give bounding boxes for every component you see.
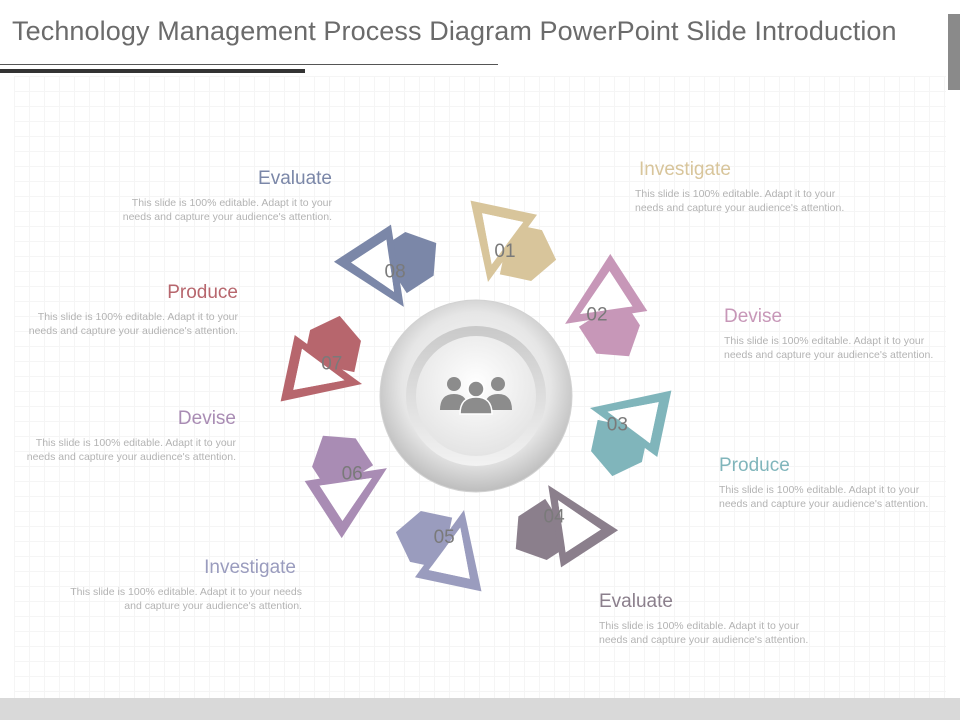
step-triangle-fill (482, 213, 524, 265)
step-triangle-frame (280, 334, 363, 402)
step-triangle-fill (351, 239, 395, 292)
label-title: Investigate (639, 159, 731, 180)
label-evaluate-right: Evaluate This slide is 100% editable. Ad… (599, 591, 821, 647)
step-number: 03 (607, 414, 628, 435)
label-evaluate-left: Evaluate This slide is 100% editable. Ad… (100, 168, 332, 224)
step-number: 08 (385, 262, 406, 283)
label-title: Devise (724, 306, 783, 327)
label-title: Evaluate (599, 591, 673, 612)
label-title: Produce (719, 455, 790, 476)
step-triangle-fill (293, 348, 345, 390)
label-description: This slide is 100% editable. Adapt it to… (26, 437, 236, 463)
step-number: 04 (544, 506, 566, 527)
process-step-02 (565, 253, 648, 357)
process-step-03 (589, 390, 672, 477)
step-triangle-fill (580, 271, 633, 315)
label-description: This slide is 100% editable. Adapt it to… (28, 311, 238, 337)
label-description: This slide is 100% editable. Adapt it to… (70, 586, 302, 612)
label-title: Produce (167, 282, 238, 303)
step-triangle-fill (319, 477, 372, 521)
label-description: This slide is 100% editable. Adapt it to… (122, 197, 332, 223)
process-step-07 (280, 315, 363, 402)
label-description: This slide is 100% editable. Adapt it to… (724, 335, 934, 361)
process-step-08 (333, 224, 437, 307)
step-number: 05 (434, 527, 455, 548)
step-number: 07 (321, 354, 342, 375)
label-investigate-right: Investigate This slide is 100% editable.… (635, 159, 857, 215)
step-number: 02 (586, 305, 607, 326)
label-title: Investigate (204, 557, 296, 578)
process-step-06 (304, 435, 387, 539)
step-triangle-frame (414, 509, 482, 592)
label-devise-left: Devise This slide is 100% editable. Adap… (8, 408, 236, 464)
label-description: This slide is 100% editable. Adapt it to… (599, 620, 809, 646)
process-step-04 (515, 485, 619, 568)
step-triangle-frame (548, 485, 619, 568)
process-step-01 (470, 200, 557, 283)
label-investigate-left: Investigate This slide is 100% editable.… (70, 557, 302, 613)
step-triangle-fill (557, 500, 601, 553)
team-people-icon (440, 377, 512, 415)
label-produce-right: Produce This slide is 100% editable. Ada… (719, 455, 941, 511)
corner-accent-bar (948, 14, 960, 90)
step-triangle-frame (565, 253, 648, 324)
step-triangle-frame (470, 200, 538, 283)
label-produce-left: Produce This slide is 100% editable. Ada… (8, 282, 238, 338)
step-triangle-fill (428, 527, 470, 579)
step-number: 01 (494, 241, 515, 262)
slide-title: Technology Management Process Diagram Po… (12, 16, 897, 46)
title-underline-thin (0, 64, 498, 65)
step-number: 06 (342, 464, 363, 485)
step-triangle-fill (607, 402, 659, 444)
step-triangle-frame (589, 390, 672, 458)
process-step-05 (395, 509, 482, 592)
step-triangle-frame (304, 468, 387, 539)
label-devise-right: Devise This slide is 100% editable. Adap… (724, 306, 946, 362)
label-title: Evaluate (258, 168, 332, 189)
title-underline-thick (0, 69, 305, 73)
step-triangle-frame (333, 224, 404, 307)
label-description: This slide is 100% editable. Adapt it to… (635, 188, 845, 214)
footer-band (0, 698, 960, 720)
label-description: This slide is 100% editable. Adapt it to… (719, 484, 929, 510)
label-title: Devise (177, 408, 236, 429)
